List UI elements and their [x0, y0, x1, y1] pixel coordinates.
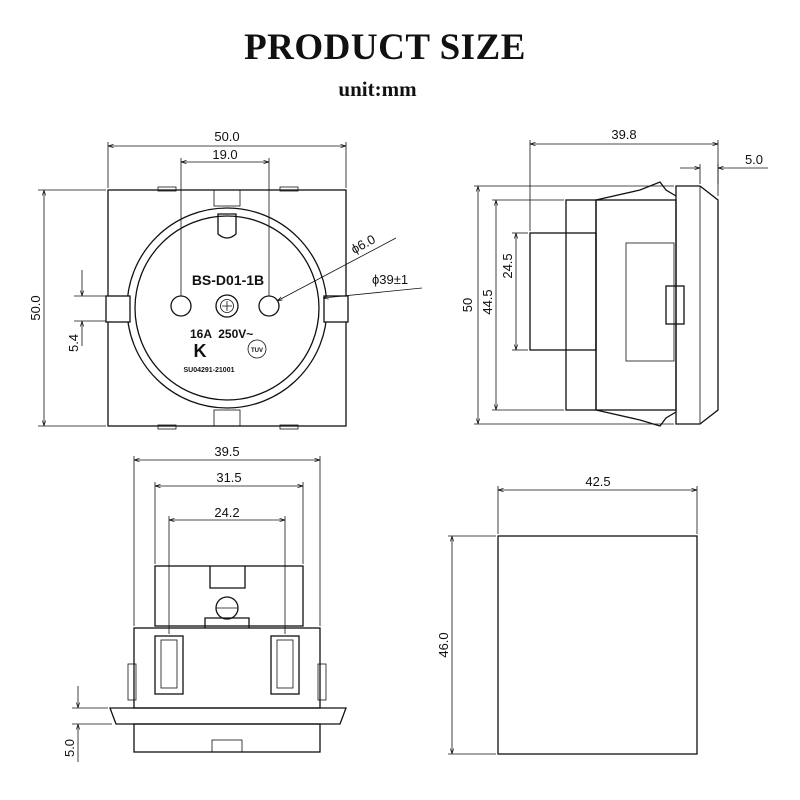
dim-bottom-outer-width: 39.5: [214, 444, 239, 459]
certification-badge-text: TUV: [251, 348, 263, 354]
terminal-left: [154, 635, 184, 695]
dim-pin-spacing: 19.0: [212, 147, 237, 162]
center-screw-head: [220, 299, 234, 313]
terminal-right: [270, 635, 300, 695]
earth-tab-top: [217, 213, 237, 239]
model-label: BS-D01-1B: [192, 272, 264, 288]
socket-cup-inner: [134, 215, 320, 401]
certification-badge-icon: [247, 339, 267, 359]
rating-label: 16A 250V~: [190, 327, 253, 341]
pin-hole-right: [258, 295, 280, 317]
dim-bottom-clip-width: 31.5: [216, 470, 241, 485]
unit-label: unit:mm: [338, 77, 417, 101]
dim-bottom-terminal-width: 24.2: [214, 505, 239, 520]
front-plate-tabs: [157, 186, 299, 430]
dim-side-depth: 39.8: [611, 127, 636, 142]
dim-side-mid-height: 24.5: [500, 253, 515, 278]
dim-pin-diameter: ϕ6.0: [348, 231, 377, 256]
dim-side-inner-height: 44.5: [480, 289, 495, 314]
center-screw: [215, 294, 239, 318]
bottom-base-plate: [109, 707, 347, 725]
dim-back-height: 46.0: [436, 632, 451, 657]
leader-pin-diameter: [277, 237, 397, 301]
bottom-face: [133, 723, 321, 753]
side-view: 39.8 5.0 50 44.5 24.5: [460, 127, 768, 427]
bottom-view: 39.5 31.5 24.2 5.0: [62, 444, 347, 762]
side-face-plate: [675, 185, 719, 425]
bottom-upper-block: [154, 565, 304, 627]
dim-cup-diameter: ϕ39±1: [372, 272, 408, 287]
back-view: 42.5 46.0: [436, 474, 698, 755]
dim-side-flange: 5.0: [745, 152, 763, 167]
front-view: BS-D01-1B 16A 250V~ K TUV SU04291-21001 …: [28, 129, 423, 430]
cutout-rectangle: [497, 535, 698, 755]
leader-cup-diameter: [323, 287, 423, 298]
side-latch-top: [595, 181, 677, 201]
side-rear-block: [529, 232, 597, 351]
pin-hole-left: [170, 295, 192, 317]
dim-bottom-flange: 5.0: [62, 739, 77, 757]
earth-clip-left: [105, 295, 131, 323]
page-title: PRODUCT SIZE: [244, 27, 526, 68]
side-clip: [665, 285, 685, 325]
kc-mark-icon: K: [194, 341, 207, 361]
side-terminal-window: [625, 242, 675, 362]
dim-pin-offset: 5.4: [66, 334, 81, 352]
dim-front-width: 50.0: [214, 129, 239, 144]
dim-front-height: 50.0: [28, 295, 43, 320]
screw-cross-icon: [222, 301, 232, 311]
side-latch-bottom: [595, 409, 677, 427]
cert-code: SU04291-21001: [184, 367, 235, 374]
earth-clip-right: [323, 295, 349, 323]
dim-back-width: 42.5: [585, 474, 610, 489]
side-body: [595, 199, 677, 411]
dim-side-height: 50: [460, 298, 475, 312]
side-body-rear: [565, 199, 597, 411]
